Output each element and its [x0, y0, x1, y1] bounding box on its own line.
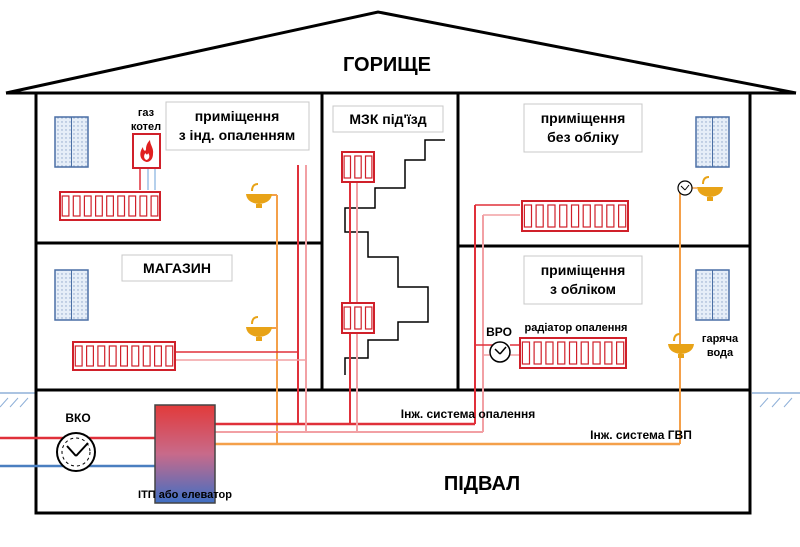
- room-meter-line1: приміщення: [541, 262, 626, 278]
- basement-label: ПІДВАЛ: [444, 473, 520, 495]
- radiator-icon: [59, 191, 161, 221]
- building-walls: [34, 91, 752, 515]
- radiator-icon: [519, 337, 627, 369]
- room-individual-line1: приміщення: [195, 108, 280, 124]
- vko-label: ВКО: [65, 411, 90, 425]
- heating-system-label: Інж. система опалення: [401, 407, 536, 421]
- vro-label: ВРО: [486, 325, 512, 339]
- room-meter-box: [523, 255, 643, 305]
- dhw-system-label: Інж. система ГВП: [590, 428, 692, 442]
- vro-meter-icon: [489, 341, 511, 363]
- window-icon: [695, 116, 730, 168]
- attic-label: ГОРИЩЕ: [343, 54, 431, 76]
- roof: [5, 10, 797, 95]
- ground-right: [752, 392, 800, 408]
- sink-icon: [697, 176, 723, 201]
- radiator-icon: [521, 200, 629, 232]
- window-icon: [54, 116, 89, 168]
- radiator-icon: [341, 151, 375, 183]
- gas-boiler-line2: котел: [131, 121, 161, 133]
- hot-water-line1: гаряча: [702, 333, 739, 345]
- stairwell-box: [332, 105, 444, 133]
- radiator-icon: [341, 302, 375, 334]
- gas-boiler-line1: газ: [138, 107, 155, 119]
- itp-label: ІТП або елеватор: [138, 489, 232, 501]
- room-individual-box: [165, 101, 310, 151]
- sink-icon: [668, 333, 694, 358]
- hot-water-line2: вода: [707, 347, 734, 359]
- radiator-heating-label: радіатор опалення: [525, 322, 628, 334]
- sink-icon: [246, 183, 272, 208]
- room-meter-line2: з обліком: [550, 281, 616, 297]
- window-icon: [54, 269, 89, 321]
- vko-meter-icon: [56, 432, 96, 472]
- stairs: [344, 139, 445, 375]
- flame-icon: [140, 140, 154, 162]
- sink-icon: [246, 316, 272, 341]
- stairwell-label: МЗК під'їзд: [349, 111, 426, 127]
- hot-water-meter-icon: [677, 180, 693, 196]
- window-icon: [695, 269, 730, 321]
- room-no-meter-line2: без обліку: [547, 129, 619, 145]
- shop-label: МАГАЗИН: [143, 260, 211, 276]
- shop-box: [121, 254, 233, 282]
- room-individual-line2: з інд. опаленням: [179, 127, 296, 143]
- heating-pipes: [0, 165, 520, 468]
- itp-tank-icon: [154, 404, 216, 504]
- room-no-meter-box: [523, 103, 643, 153]
- room-no-meter-line1: приміщення: [541, 110, 626, 126]
- radiator-icon: [72, 341, 176, 371]
- ground-left: [0, 392, 35, 408]
